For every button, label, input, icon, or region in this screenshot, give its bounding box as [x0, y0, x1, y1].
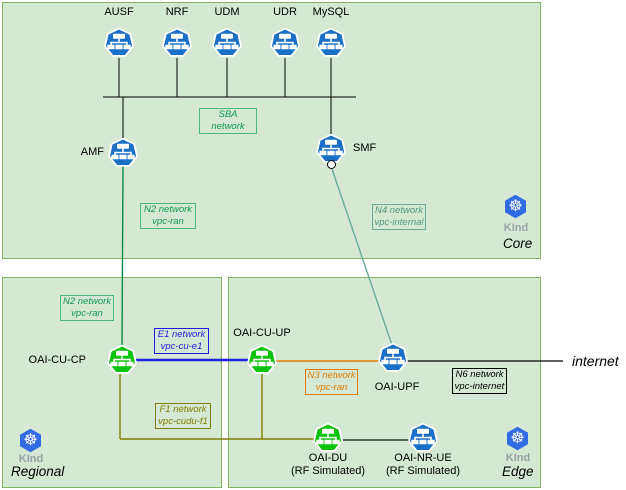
netlabel-n3: N3 network vpc-ran: [305, 369, 358, 395]
kubernetes-hexagon-icon: [505, 194, 526, 219]
e1-name: E1 network: [157, 329, 206, 340]
n2-regional-name: N2 network: [62, 296, 112, 307]
node-label-mysql: MySQL: [312, 6, 350, 18]
k8s-service-icon: [316, 28, 346, 57]
node-oai-upf: [378, 343, 408, 373]
kind-logo-edge: ☸: [505, 426, 530, 451]
netlabel-sba: SBA network: [199, 108, 257, 134]
smf-port-dot: [327, 160, 336, 169]
netlabel-n2-regional: N2 network vpc-ran: [60, 295, 114, 321]
kind-logo-core: ☸: [503, 194, 528, 219]
node-label-amf: AMF: [80, 146, 104, 158]
zone-name-core: Core: [503, 236, 533, 251]
helm-wheel-icon: ☸: [23, 431, 38, 449]
f1-vpc: vpc-cudu-f1: [158, 416, 208, 427]
n4-name: N4 network: [374, 205, 424, 216]
n2-core-name: N2 network: [143, 204, 193, 215]
node-udm: [212, 28, 242, 58]
e1-vpc: vpc-cu-e1: [160, 341, 203, 352]
kubernetes-hexagon-icon: [20, 428, 41, 453]
sba-label: SBA network: [211, 109, 245, 132]
node-label-oai-cu-cp: OAI-CU-CP: [28, 354, 86, 366]
k8s-service-icon: [108, 138, 138, 167]
node-nrf: [162, 28, 192, 58]
netlabel-f1: F1 network vpc-cudu-f1: [155, 403, 211, 429]
n3-vpc: vpc-ran: [315, 382, 348, 393]
netlabel-n6: N6 network vpc-internet: [452, 368, 507, 394]
oai-nr-ue-label: OAI-NR-UE: [394, 452, 452, 464]
node-oai-cu-cp: [107, 345, 137, 375]
helm-wheel-icon: ☸: [510, 429, 525, 447]
zone-name-edge: Edge: [502, 464, 534, 479]
oai-du-label: OAI-DU: [308, 452, 348, 464]
n2-regional-vpc: vpc-ran: [71, 308, 103, 319]
node-label-udm: UDM: [214, 6, 240, 18]
kind-text-core: KInd: [503, 222, 529, 234]
k8s-service-icon: [162, 28, 192, 57]
f1-name: F1 network: [159, 404, 207, 415]
kubernetes-hexagon-icon: [507, 426, 528, 451]
oai-nr-ue-sublabel: (RF Simulated): [386, 465, 460, 477]
netlabel-e1: E1 network vpc-cu-e1: [154, 328, 209, 354]
k8s-service-icon: [378, 343, 408, 372]
n6-name: N6 network: [455, 369, 504, 380]
k8s-service-icon: [212, 28, 242, 57]
node-oai-nr-ue: [408, 423, 438, 453]
oai-du-sublabel: (RF Simulated): [291, 465, 365, 477]
node-ausf: [104, 28, 134, 58]
node-label-ausf: AUSF: [104, 6, 134, 18]
helm-wheel-icon: ☸: [508, 197, 523, 215]
node-mysql: [316, 28, 346, 58]
k8s-service-icon: [247, 345, 277, 374]
node-label-oai-nr-ue: OAI-NR-UE (RF Simulated): [373, 452, 473, 478]
n2-core-vpc: vpc-ran: [152, 216, 184, 227]
zone-name-regional: Regional: [11, 464, 65, 479]
k8s-service-icon: [313, 423, 343, 452]
node-label-nrf: NRF: [165, 6, 189, 18]
n3-name: N3 network: [307, 370, 356, 381]
node-label-udr: UDR: [273, 6, 297, 18]
netlabel-n4: N4 network vpc-internal: [372, 204, 426, 230]
node-label-smf: SMF: [353, 142, 377, 154]
k8s-service-icon: [408, 423, 438, 452]
k8s-service-icon: [104, 28, 134, 57]
node-oai-cu-up: [247, 345, 277, 375]
k8s-service-icon: [270, 28, 300, 57]
node-label-oai-upf: OAI-UPF: [374, 381, 420, 393]
k8s-service-icon: [107, 345, 137, 374]
kind-text-regional: KInd: [18, 453, 44, 465]
n4-vpc: vpc-internal: [374, 217, 424, 228]
netlabel-n2-core: N2 network vpc-ran: [140, 203, 196, 229]
node-udr: [270, 28, 300, 58]
kind-logo-regional: ☸: [18, 428, 43, 453]
node-amf: [108, 138, 138, 168]
node-oai-du: [313, 423, 343, 453]
internet-label: internet: [572, 353, 619, 369]
kind-text-edge: KInd: [505, 452, 531, 464]
node-label-oai-du: OAI-DU (RF Simulated): [283, 452, 373, 478]
node-label-oai-cu-up: OAI-CU-UP: [233, 327, 291, 339]
n6-vpc: vpc-internet: [454, 381, 505, 392]
